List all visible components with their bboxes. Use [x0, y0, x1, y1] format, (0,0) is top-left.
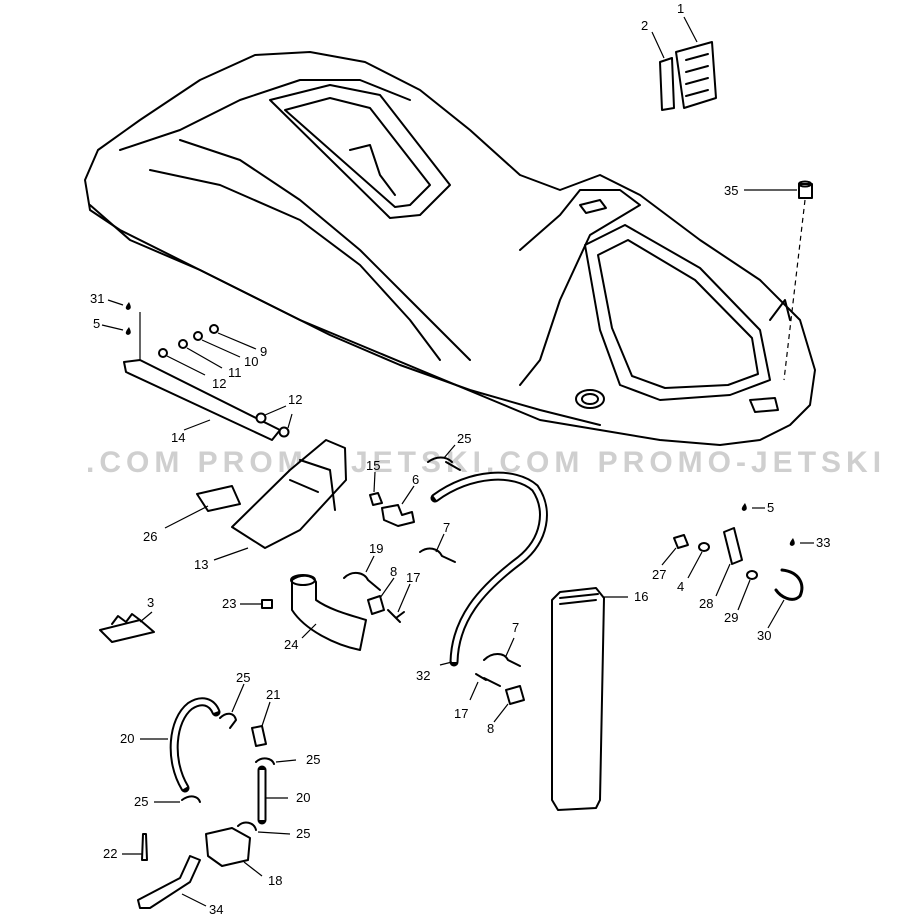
callout-15: 15	[366, 458, 380, 473]
callout-11: 11	[228, 365, 242, 380]
callout-33: 33	[816, 535, 830, 550]
riser-tube-part-16	[551, 587, 628, 811]
callout-4: 4	[677, 579, 684, 594]
callout-25-mid: 25	[306, 752, 320, 767]
callout-31: 31	[90, 291, 104, 306]
callout-8-mid: 8	[390, 564, 397, 579]
intake-part-13-26	[164, 439, 347, 561]
callout-25-lower: 25	[296, 826, 310, 841]
callout-25-upper: 25	[236, 670, 250, 685]
lower-left-assembly	[122, 683, 297, 909]
callout-23: 23	[222, 596, 236, 611]
callout-30: 30	[757, 628, 771, 643]
callout-18: 18	[268, 873, 282, 888]
hardware-right	[661, 503, 814, 629]
callout-7-right: 7	[512, 620, 519, 635]
callout-22: 22	[103, 846, 117, 861]
callout-5-top: 5	[93, 316, 100, 331]
callout-13: 13	[194, 557, 208, 572]
rail-strip-part-14	[101, 299, 293, 441]
callout-25-lower-left: 25	[134, 794, 148, 809]
callout-20-left: 20	[120, 731, 134, 746]
callout-9: 9	[260, 344, 267, 359]
callout-10: 10	[244, 354, 258, 369]
clamps-and-elbow	[240, 533, 456, 651]
callout-29: 29	[724, 610, 738, 625]
bracket-part-1-2	[651, 16, 717, 111]
clip-part-3	[99, 611, 155, 643]
callout-16: 16	[634, 589, 648, 604]
callout-8-right: 8	[487, 721, 494, 736]
callout-7-mid: 7	[443, 520, 450, 535]
grommet-part-35	[744, 180, 813, 381]
callout-1: 1	[677, 1, 684, 16]
callout-25-top: 25	[457, 431, 471, 446]
callout-24: 24	[284, 637, 298, 652]
callout-35: 35	[724, 183, 738, 198]
callout-20-right: 20	[296, 790, 310, 805]
fittings-right	[469, 637, 525, 723]
hull-assembly	[84, 51, 816, 446]
callout-26: 26	[143, 529, 157, 544]
callout-28: 28	[699, 596, 713, 611]
hose-part-32	[430, 471, 548, 667]
callout-12-right: 12	[288, 392, 302, 407]
callout-34: 34	[209, 902, 223, 917]
callout-6: 6	[412, 472, 419, 487]
callout-12-left: 12	[212, 376, 226, 391]
callout-14: 14	[171, 430, 185, 445]
callout-17-mid: 17	[406, 570, 420, 585]
callout-labels: 1 2 35 31 5 9 10 11 12 12 14 25 15 6 26 …	[90, 1, 830, 917]
callout-21: 21	[266, 687, 280, 702]
callout-3: 3	[147, 595, 154, 610]
fittings-top	[369, 444, 461, 527]
callout-2: 2	[641, 18, 648, 33]
callout-19: 19	[369, 541, 383, 556]
callout-32: 32	[416, 668, 430, 683]
callout-5-right: 5	[767, 500, 774, 515]
callout-27: 27	[652, 567, 666, 582]
callout-17-right: 17	[454, 706, 468, 721]
